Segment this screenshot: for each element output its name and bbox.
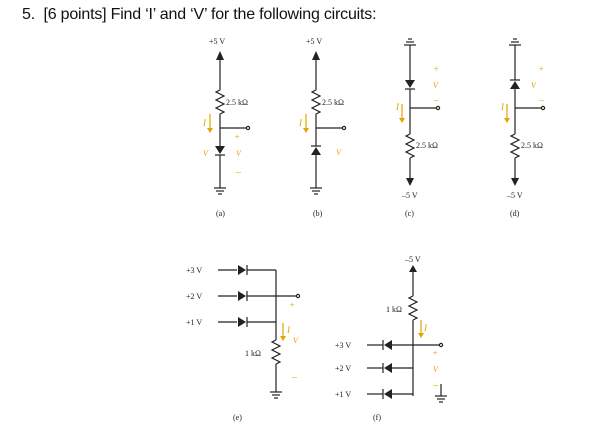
diode [238, 317, 246, 327]
voltage-label: V [293, 336, 299, 345]
voltage-label: V [203, 149, 209, 158]
plus-sign: + [289, 300, 295, 310]
supply-label: –5 V [401, 191, 418, 200]
problem-text: [6 points] Find ‘I’ and ‘V’ for the foll… [43, 6, 377, 23]
supply-label: –5 V [404, 255, 421, 264]
current-label: I [500, 102, 505, 112]
diode [238, 291, 246, 301]
resistor [214, 89, 226, 115]
voltage-label: V [336, 148, 342, 157]
voltage-label-right: V [236, 149, 242, 158]
circuit-a: +5 V 2.5 kΩ I V + V – (a) [202, 37, 251, 218]
diode [405, 80, 415, 88]
arrow-up-icon [216, 51, 224, 60]
supply-label: +5 V [306, 37, 322, 46]
resistor [404, 133, 416, 159]
resistor [509, 133, 521, 159]
input-label: +2 V [335, 364, 351, 373]
diode [384, 389, 392, 399]
plus-sign: + [234, 132, 240, 142]
current-label: I [202, 118, 207, 128]
diode [384, 340, 392, 350]
caption-e: (e) [233, 413, 242, 422]
arrow-down-icon [511, 178, 519, 186]
input-label: +3 V [335, 341, 351, 350]
plus-sign: + [432, 348, 438, 358]
arrow-down-icon [406, 178, 414, 186]
circuit-c: 2.5 kΩ –5 V I + V – (c) [395, 38, 441, 218]
resistor-label: 2.5 kΩ [416, 141, 438, 150]
caption-b: (b) [313, 209, 323, 218]
voltage-label: V [531, 81, 537, 90]
resistor [310, 89, 322, 115]
minus-sign: – [235, 167, 242, 178]
input-label: +2 V [186, 292, 202, 301]
input-label: +3 V [186, 266, 202, 275]
caption-a: (a) [216, 209, 225, 218]
resistor [407, 295, 419, 321]
current-label: I [395, 102, 400, 112]
circuit-e: +3 V +2 V +1 V 1 kΩ I + V – (e) [186, 265, 301, 422]
caption-f: (f) [373, 413, 381, 422]
supply-label: –5 V [506, 191, 523, 200]
caption-c: (c) [405, 209, 414, 218]
terminal [295, 293, 301, 299]
minus-sign: – [538, 95, 545, 106]
resistor-label: 1 kΩ [245, 349, 261, 358]
plus-sign: + [538, 64, 544, 74]
resistor-label: 1 kΩ [386, 305, 402, 314]
arrow-up-icon [312, 51, 320, 60]
diode [215, 146, 225, 154]
voltage-label: V [433, 81, 439, 90]
terminal [540, 105, 546, 111]
diode [238, 265, 246, 275]
problem-heading: 5. [6 points] Find ‘I’ and ‘V’ for the f… [22, 6, 377, 24]
resistor [270, 339, 282, 365]
diode [311, 147, 321, 155]
resistor-label: 2.5 kΩ [521, 141, 543, 150]
minus-sign: – [432, 380, 439, 391]
voltage-label: V [433, 365, 439, 374]
resistor-label: 2.5 kΩ [322, 98, 344, 107]
diode [510, 81, 520, 89]
current-label: I [298, 118, 303, 128]
minus-sign: – [291, 372, 298, 383]
supply-label: +5 V [209, 37, 225, 46]
terminal [438, 342, 444, 348]
circuit-b: +5 V 2.5 kΩ I V (b) [298, 37, 347, 218]
diode [384, 363, 392, 373]
arrow-up-icon [409, 265, 417, 272]
circuit-d: 2.5 kΩ –5 V I + V – (d) [500, 38, 546, 218]
plus-sign: + [433, 64, 439, 74]
current-label: I [423, 323, 428, 333]
input-label: +1 V [186, 318, 202, 327]
minus-sign: – [433, 95, 440, 106]
caption-d: (d) [510, 209, 520, 218]
terminal [245, 125, 251, 131]
terminal [341, 125, 347, 131]
problem-number: 5. [22, 6, 35, 23]
current-label: I [286, 325, 291, 335]
terminal [435, 105, 441, 111]
input-label: +1 V [335, 390, 351, 399]
resistor-label: 2.5 kΩ [226, 98, 248, 107]
circuit-f: –5 V 1 kΩ +3 V +2 V +1 V I + [335, 255, 447, 422]
